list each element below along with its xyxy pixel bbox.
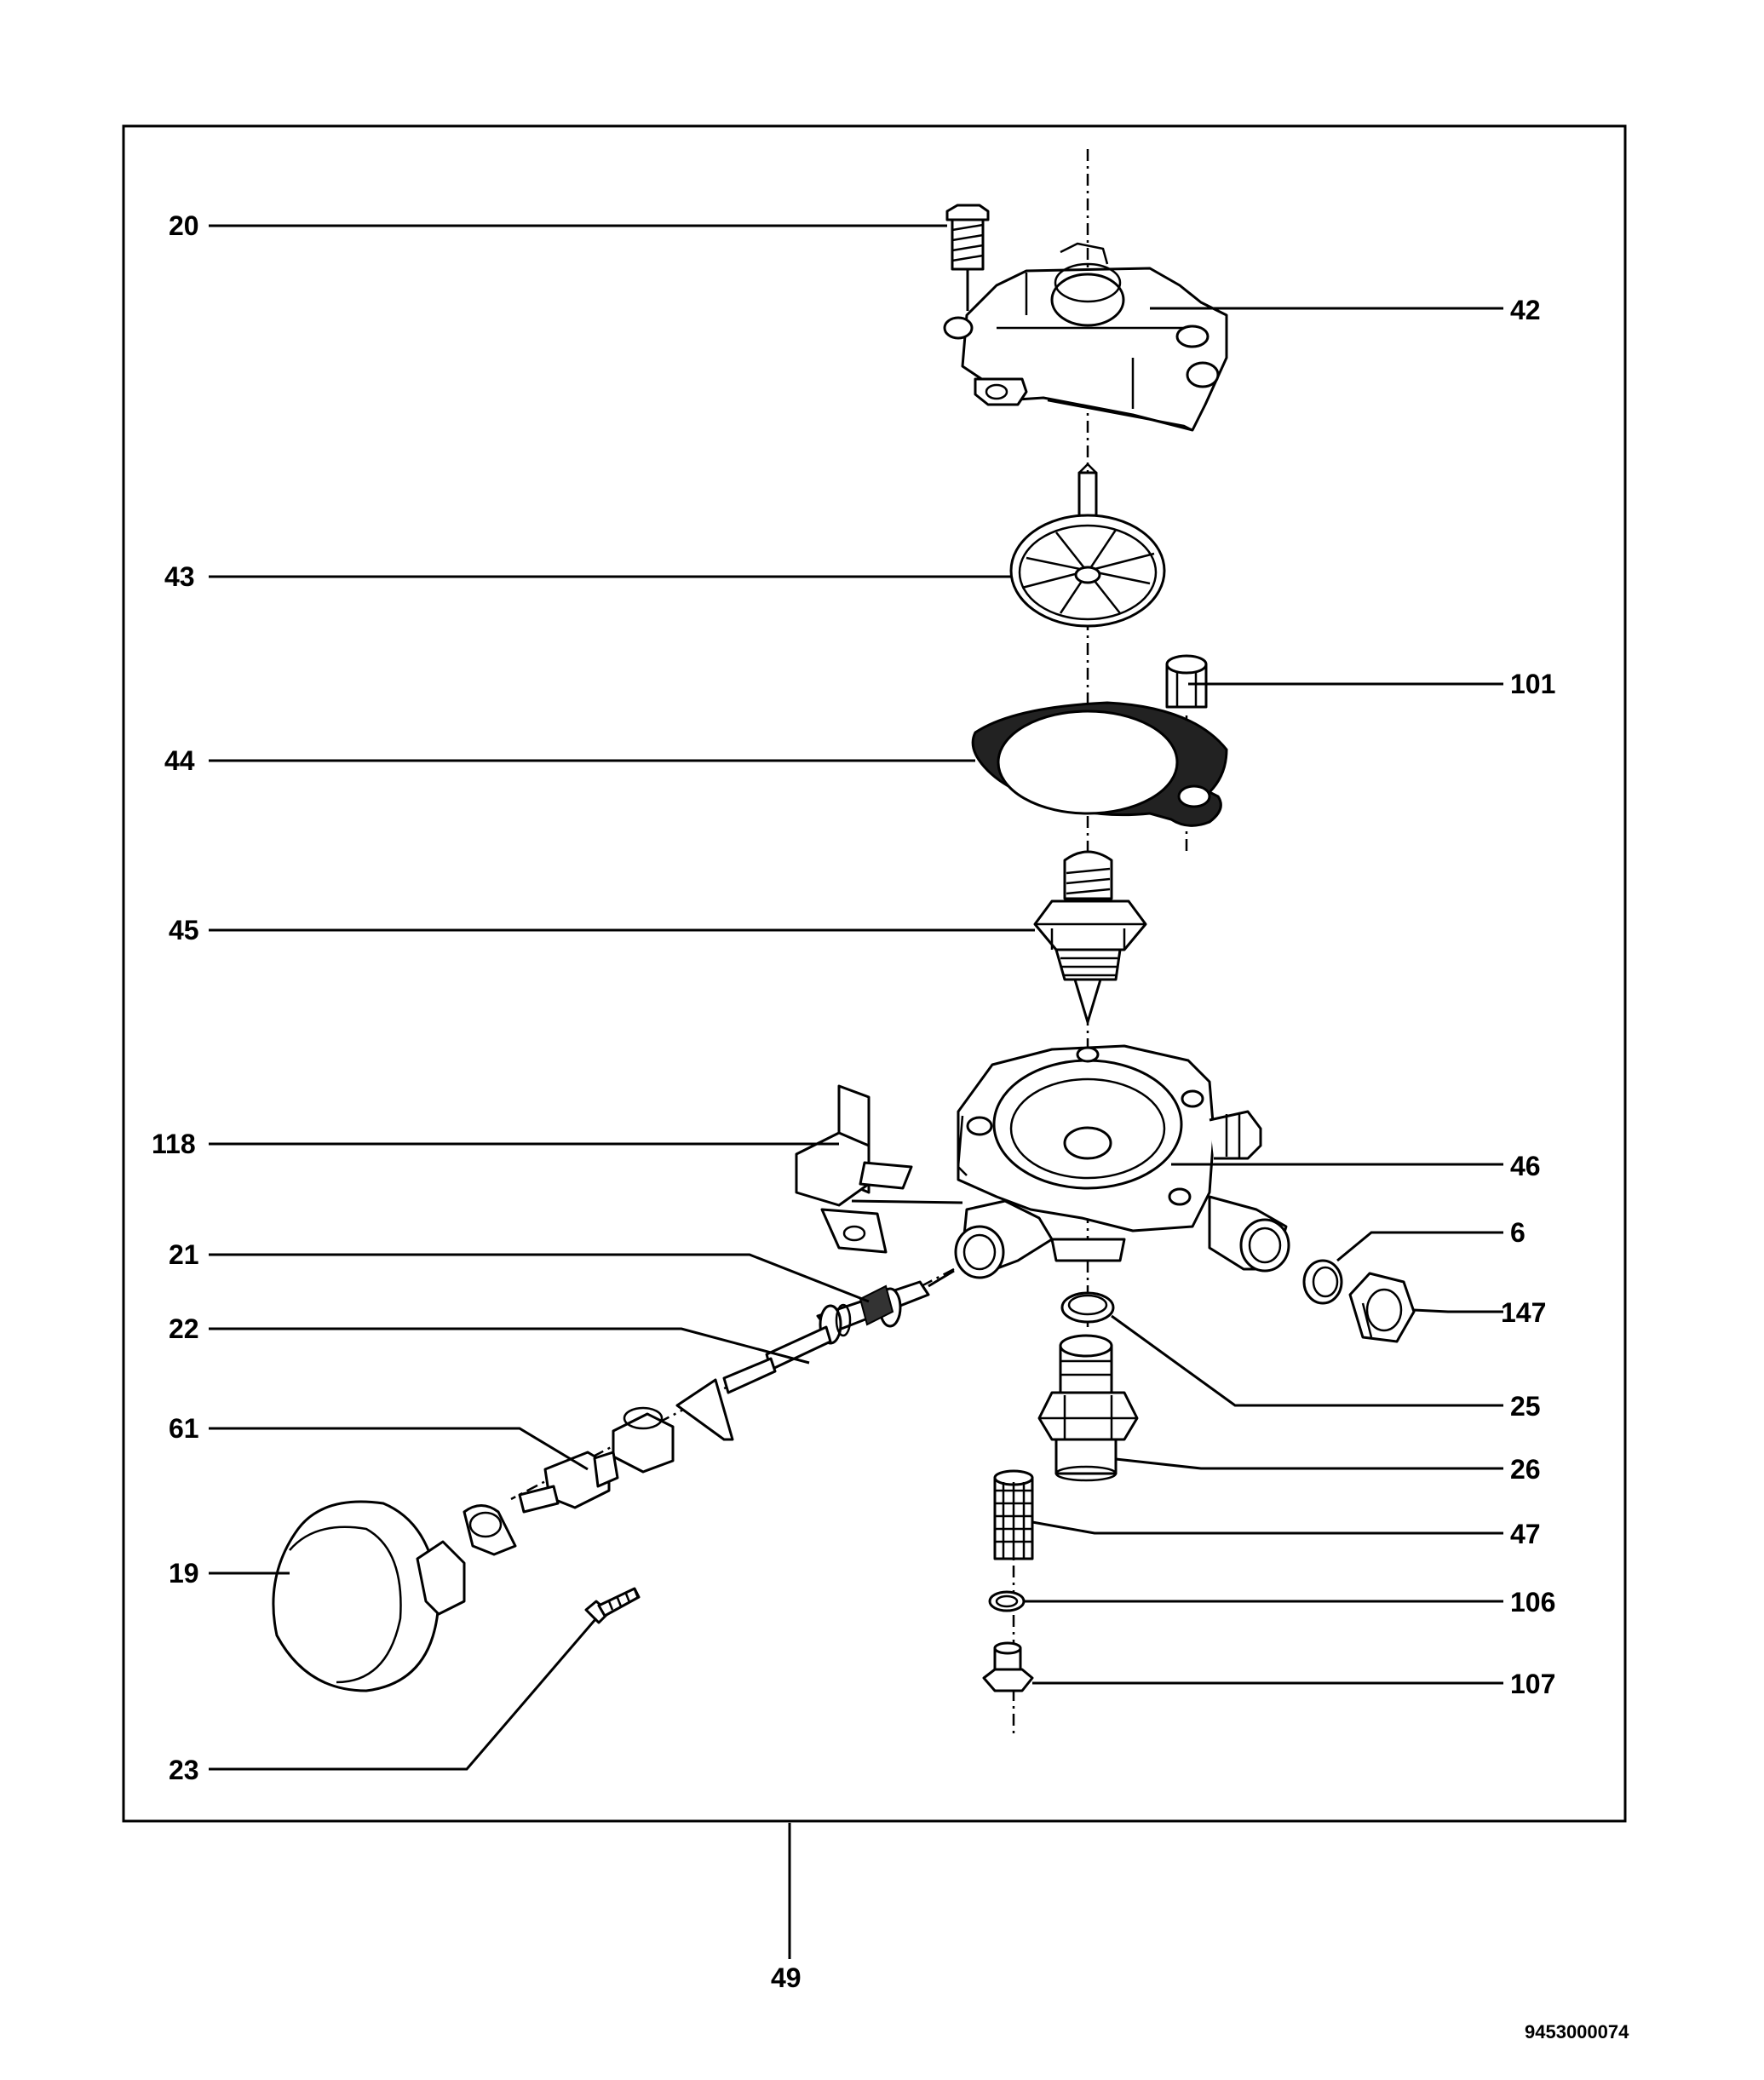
drawing-number: 9453000074: [1525, 2021, 1629, 2043]
diagram-frame: [122, 124, 1627, 1823]
diaphragm-icon: [1009, 463, 1166, 628]
callout-101: 101: [1510, 669, 1555, 699]
filter-icon: [993, 1469, 1034, 1560]
callout-45: 45: [169, 915, 199, 945]
callout-107: 107: [1510, 1669, 1555, 1699]
small-o-ring-icon: [988, 1590, 1026, 1612]
callout-6: 6: [1510, 1217, 1526, 1248]
gasket-icon: [971, 701, 1228, 827]
callout-61: 61: [169, 1413, 199, 1444]
callout-42: 42: [1510, 295, 1541, 325]
washer-icon: [1302, 1259, 1343, 1305]
callout-23: 23: [169, 1755, 199, 1785]
valve-body-icon: [954, 1044, 1290, 1279]
callout-46: 46: [1510, 1151, 1541, 1181]
o-ring-icon: [1060, 1291, 1115, 1324]
callout-106: 106: [1510, 1587, 1555, 1617]
connector-icon: [1037, 1334, 1139, 1482]
callout-25: 25: [1510, 1391, 1541, 1422]
callout-147: 147: [1501, 1297, 1546, 1328]
callout-49: 49: [771, 1962, 802, 1993]
knob-icon: [272, 1500, 517, 1692]
top-cover-icon: [943, 242, 1228, 432]
callout-44: 44: [164, 745, 195, 776]
small-nut-icon: [1165, 654, 1208, 709]
callout-22: 22: [169, 1313, 199, 1344]
hex-bolt-icon: [945, 204, 990, 311]
valve-icon: [1033, 850, 1147, 1024]
plug-icon: [982, 1641, 1034, 1692]
leader-lines: [209, 224, 1503, 1959]
callout-47: 47: [1510, 1519, 1541, 1549]
callout-118: 118: [152, 1129, 196, 1159]
callout-43: 43: [164, 561, 195, 592]
coupling-icon: [518, 1406, 675, 1514]
callout-21: 21: [169, 1239, 199, 1270]
callout-26: 26: [1510, 1454, 1541, 1485]
callout-19: 19: [169, 1558, 199, 1589]
screw-icon: [584, 1587, 641, 1624]
callout-20: 20: [169, 210, 199, 241]
spindle-icon: [675, 1269, 955, 1441]
bracket-icon: [795, 1084, 963, 1254]
hex-nut-icon: [1348, 1272, 1416, 1343]
